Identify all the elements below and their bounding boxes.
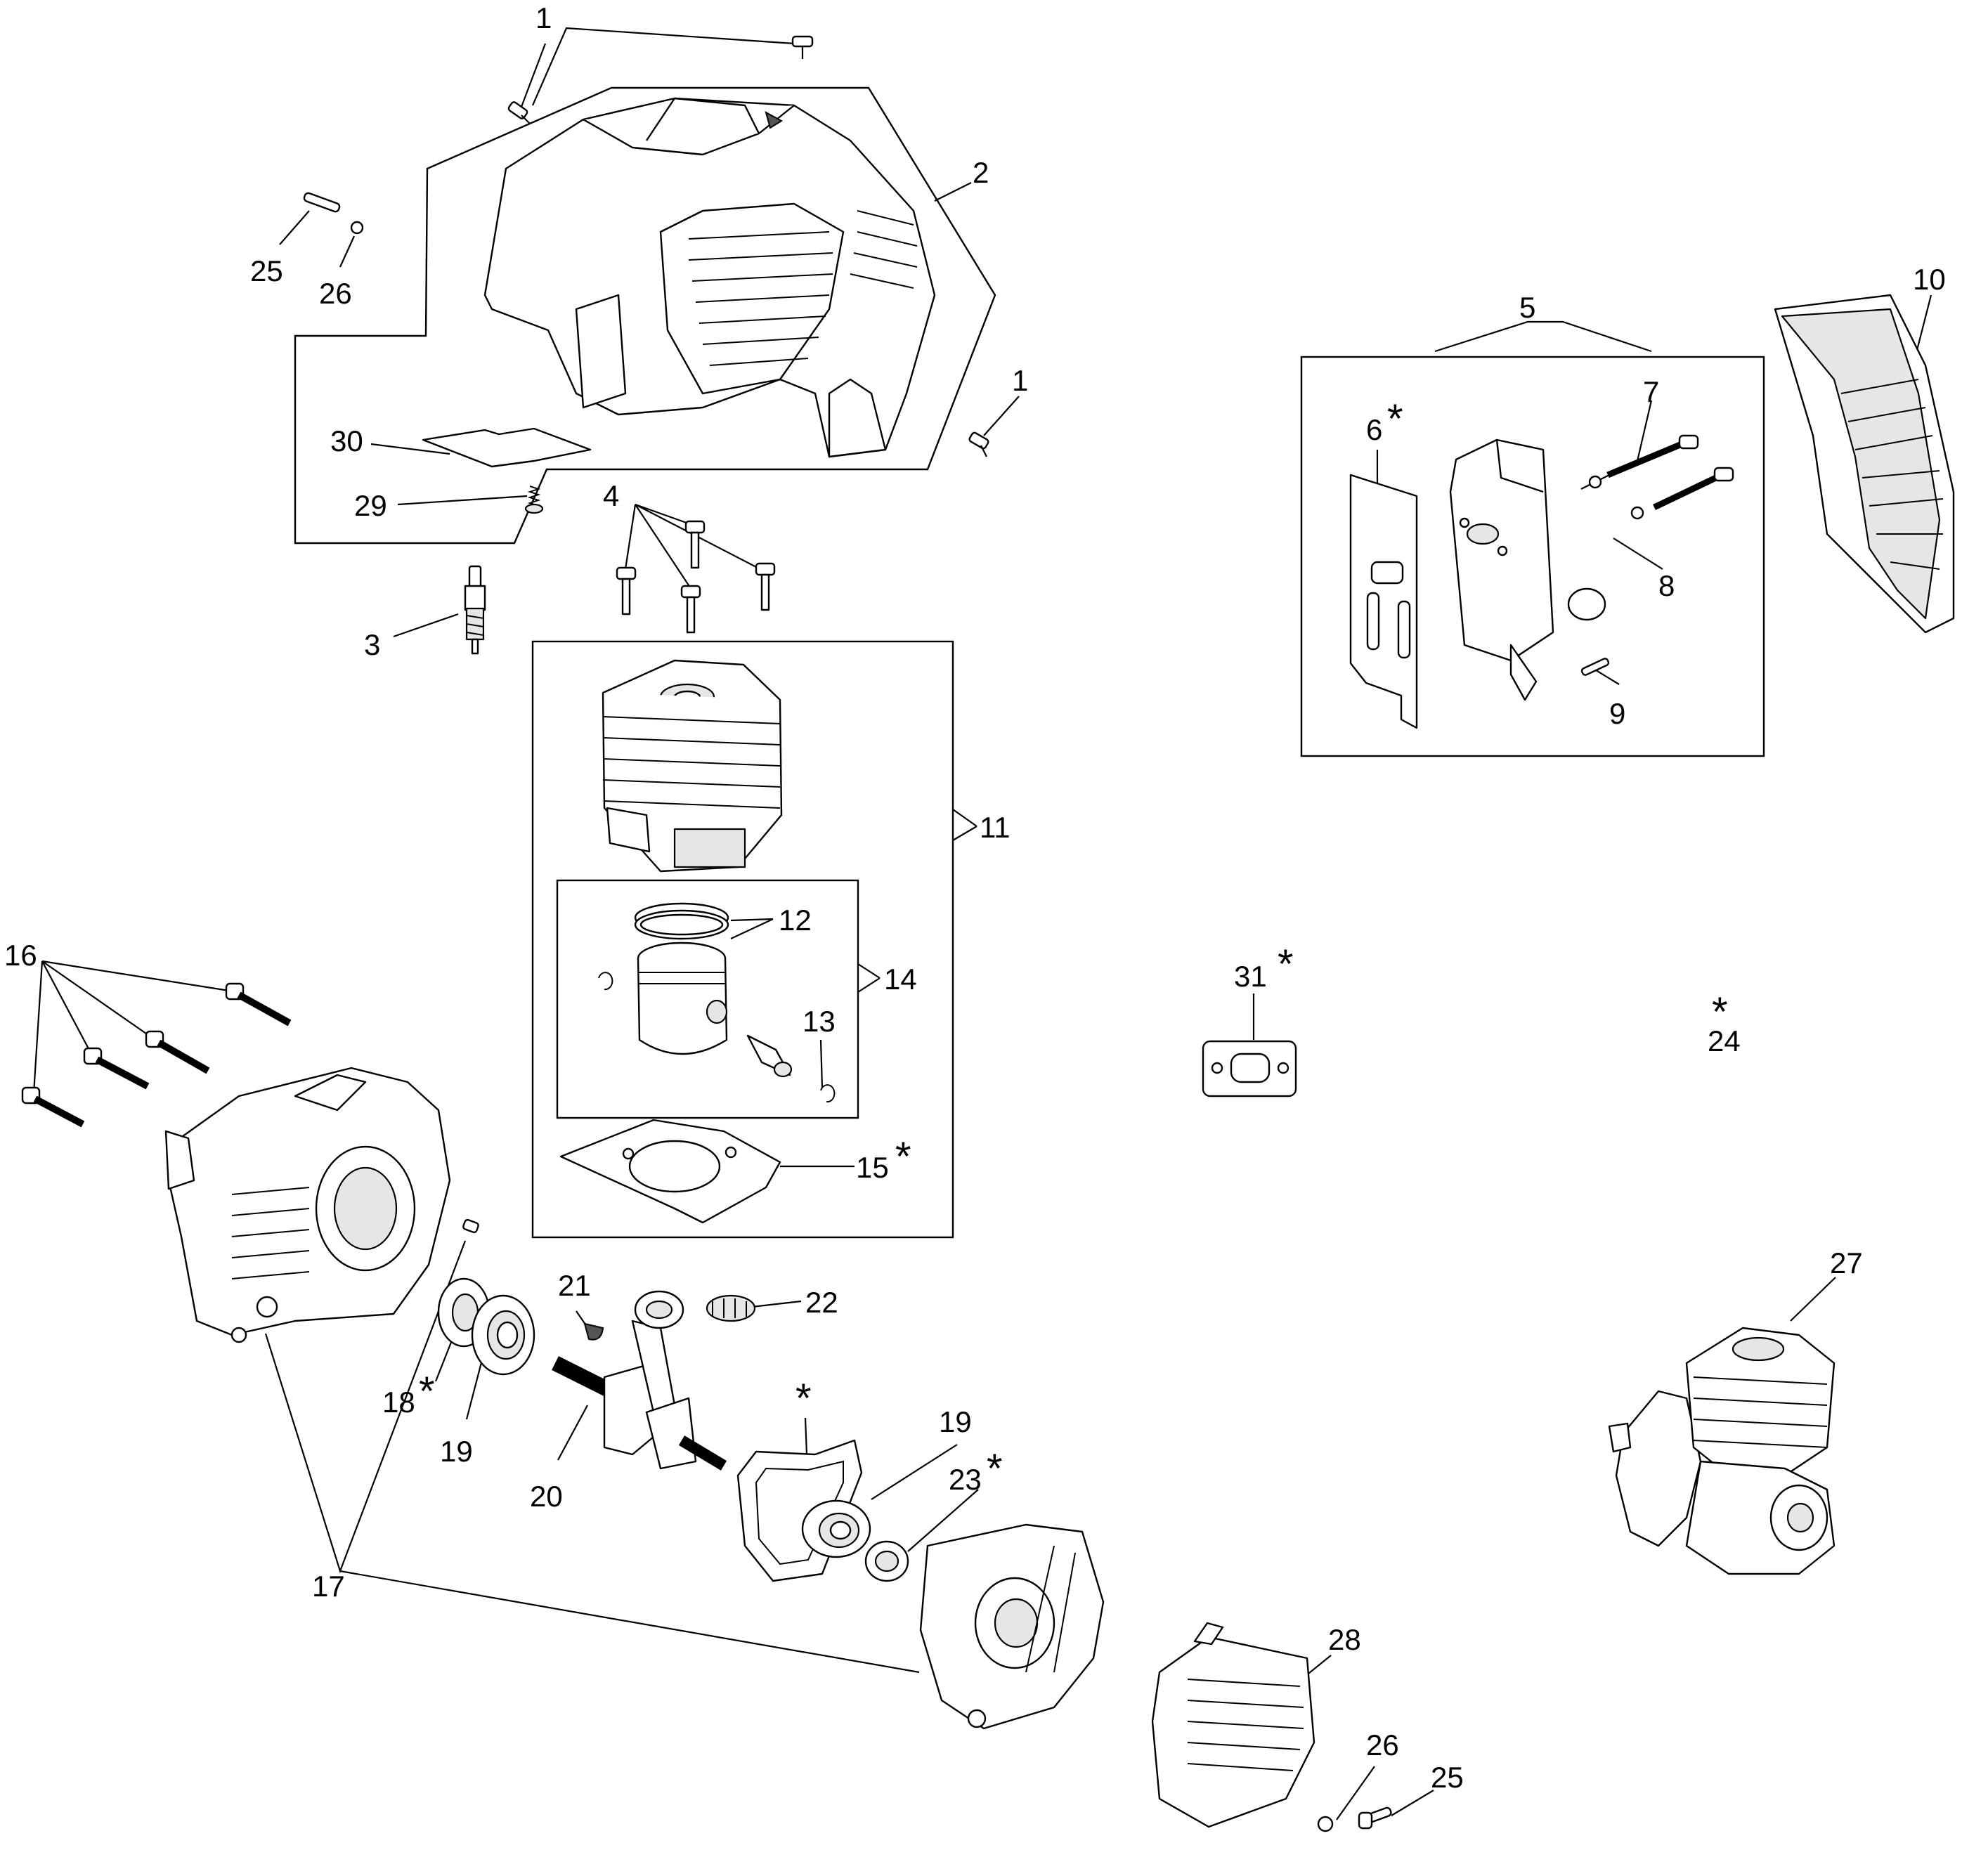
callout-26-bottom: 26 [1366, 1728, 1399, 1761]
piston-rings-icon [634, 902, 729, 940]
muffler-icon [1449, 438, 1606, 701]
spark-plug-icon [464, 565, 486, 655]
callout-16: 16 [4, 939, 37, 972]
star-31: * [1278, 942, 1294, 987]
circlip-13-icon [820, 1084, 836, 1103]
callout-2: 2 [973, 156, 989, 189]
callout-7: 7 [1643, 375, 1659, 408]
callout-10: 10 [1913, 263, 1946, 296]
engine-assembly-27-icon [1608, 1327, 1836, 1575]
callout-13: 13 [803, 1005, 836, 1038]
callout-9: 9 [1609, 697, 1625, 730]
callout-15: 15 [856, 1151, 889, 1184]
callout-26-top: 26 [319, 277, 352, 310]
star-15: * [895, 1134, 911, 1180]
callout-20: 20 [530, 1480, 563, 1513]
star-6: * [1387, 396, 1403, 442]
cylinder-gasket-15-icon [559, 1119, 781, 1224]
callout-30: 30 [330, 424, 363, 457]
callout-5: 5 [1519, 291, 1535, 324]
washer-8b-icon [1630, 506, 1644, 520]
callout-12: 12 [779, 904, 812, 937]
callout-28: 28 [1328, 1623, 1361, 1656]
callout-19-right: 19 [939, 1405, 972, 1438]
callout-25-top: 25 [250, 254, 283, 287]
exhaust-gasket-31-icon [1202, 1040, 1297, 1097]
cylinder-shroud-28-icon [1151, 1622, 1315, 1828]
crankcase-right-icon [919, 1523, 1105, 1730]
callout-25-bottom: 25 [1431, 1761, 1464, 1794]
callout-29: 29 [354, 489, 387, 522]
crankshaft-icon [552, 1290, 727, 1471]
callout-1-right: 1 [1012, 364, 1028, 397]
spring-29-icon [524, 486, 544, 514]
crankcase-left-icon [164, 1067, 451, 1343]
piston-pin-icon [746, 1034, 793, 1078]
oil-seal-23-icon [864, 1540, 909, 1582]
washer-8-icon [1588, 475, 1602, 489]
callout-27: 27 [1830, 1246, 1863, 1279]
cylinder-kit-box [531, 640, 954, 1239]
star-18: * [419, 1369, 435, 1414]
bearing-19-right-icon [801, 1499, 871, 1558]
muffler-bolts-7-icon [1606, 434, 1734, 511]
muffler-shield-6-icon [1349, 474, 1418, 729]
star-gasket: * [795, 1376, 812, 1421]
callout-17: 17 [312, 1570, 345, 1603]
dowel-pin-icon [462, 1218, 479, 1234]
muffler-group-box [1300, 356, 1765, 757]
callout-22: 22 [805, 1286, 838, 1319]
piston-kit-box [556, 879, 859, 1119]
callout-18: 18 [382, 1386, 415, 1419]
screw-1-right-icon [968, 431, 989, 457]
callout-19-left: 19 [440, 1435, 473, 1468]
washer-26-top-icon [350, 221, 364, 235]
muffler-cover-10-icon [1774, 294, 1955, 634]
bearing-19-left-icon [471, 1294, 535, 1376]
callout-14: 14 [884, 963, 917, 996]
callout-11: 11 [980, 811, 1011, 844]
callout-24: 24 [1708, 1024, 1741, 1057]
callout-31: 31 [1234, 960, 1267, 993]
screw-1-top-left-icon [507, 101, 531, 124]
callout-3: 3 [364, 628, 380, 661]
star-24: * [1712, 989, 1728, 1035]
star-23: * [987, 1446, 1003, 1492]
engine-shroud-icon [483, 97, 936, 458]
cylinder-bolts-4-icon [616, 520, 776, 634]
shroud-group-outline [294, 86, 996, 545]
piston-icon [637, 942, 728, 1055]
callout-6: 6 [1366, 413, 1382, 446]
woodruff-key-21-icon [583, 1322, 604, 1341]
callout-1-top: 1 [535, 1, 552, 34]
circlip-left-icon [598, 972, 613, 991]
screw-9-icon [1580, 658, 1610, 676]
leader-lines [32, 27, 1932, 1820]
screw-25-bottom-icon [1358, 1806, 1392, 1830]
cylinder-icon [602, 659, 783, 873]
callout-21: 21 [558, 1269, 591, 1302]
callout-23: 23 [949, 1463, 982, 1496]
callout-4: 4 [603, 479, 619, 512]
screw-1-top-right-icon [791, 35, 814, 59]
crankcase-bolts-16-icon [21, 982, 292, 1128]
callout-labels: 1 2 25 26 1 30 29 4 3 5 6 * 7 8 9 10 11 … [4, 1, 1946, 1794]
callout-8: 8 [1658, 569, 1675, 602]
washer-26-bottom-icon [1317, 1816, 1334, 1832]
gasket-30-icon [422, 427, 592, 468]
needle-bearing-22-icon [706, 1294, 756, 1322]
screw-25-top-icon [303, 192, 341, 213]
